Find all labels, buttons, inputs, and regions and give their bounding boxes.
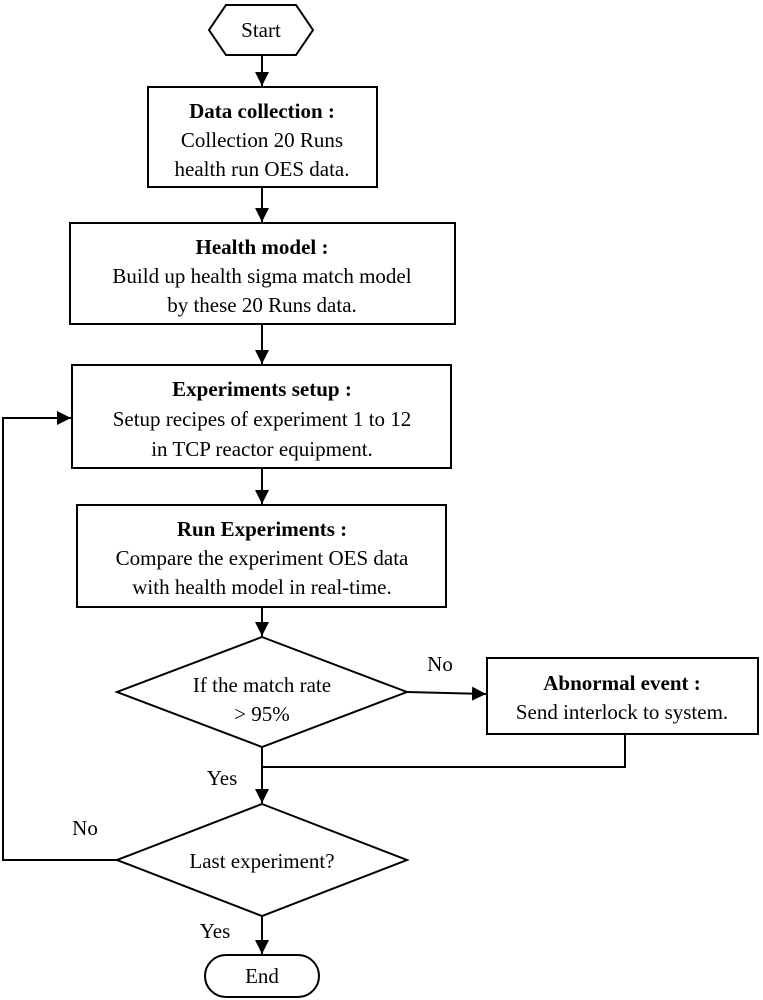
connector-abnormal-return xyxy=(262,734,626,768)
experiments-setup-line2: in TCP reactor equipment. xyxy=(151,437,373,461)
run-experiments-box: Run Experiments : Compare the experiment… xyxy=(76,504,447,608)
match-yes-label: Yes xyxy=(207,766,238,790)
last-yes-label: Yes xyxy=(200,919,231,943)
connector-decision-no-to-abnormal xyxy=(406,686,487,701)
start-label: Start xyxy=(241,18,281,42)
match-decision-line2: > 95% xyxy=(234,702,290,726)
data-collection-box: Data collection : Collection 20 Runs hea… xyxy=(147,86,378,188)
health-model-line1: Build up health sigma match model xyxy=(112,264,411,288)
abnormal-event-line1: Send interlock to system. xyxy=(516,700,728,724)
run-experiments-line2: with health model in real-time. xyxy=(132,575,392,599)
abnormal-event-box: Abnormal event : Send interlock to syste… xyxy=(486,657,759,735)
end-label: End xyxy=(245,964,279,988)
experiments-setup-box: Experiments setup : Setup recipes of exp… xyxy=(71,364,452,469)
start-node: Start xyxy=(207,4,315,56)
last-experiment-decision: Last experiment? xyxy=(114,802,410,918)
last-no-label: No xyxy=(72,816,98,840)
data-collection-line2: health run OES data. xyxy=(175,157,350,181)
abnormal-event-title: Abnormal event : xyxy=(543,671,700,695)
last-decision-line1: Last experiment? xyxy=(189,849,334,873)
health-model-box: Health model : Build up health sigma mat… xyxy=(69,222,456,325)
match-decision-line1: If the match rate xyxy=(193,673,331,697)
run-experiments-title: Run Experiments : xyxy=(177,517,347,541)
health-model-line2: by these 20 Runs data. xyxy=(167,293,357,317)
run-experiments-line1: Compare the experiment OES data xyxy=(116,546,409,570)
match-no-label: No xyxy=(427,652,453,676)
match-rate-decision: If the match rate > 95% xyxy=(114,635,410,749)
connector-last-no-loop xyxy=(2,411,117,861)
data-collection-line1: Collection 20 Runs xyxy=(181,128,343,152)
experiments-setup-title: Experiments setup : xyxy=(172,377,352,401)
health-model-title: Health model : xyxy=(196,235,329,259)
end-node: End xyxy=(204,954,320,998)
data-collection-title: Data collection : xyxy=(189,99,335,123)
experiments-setup-line1: Setup recipes of experiment 1 to 12 xyxy=(113,407,412,431)
